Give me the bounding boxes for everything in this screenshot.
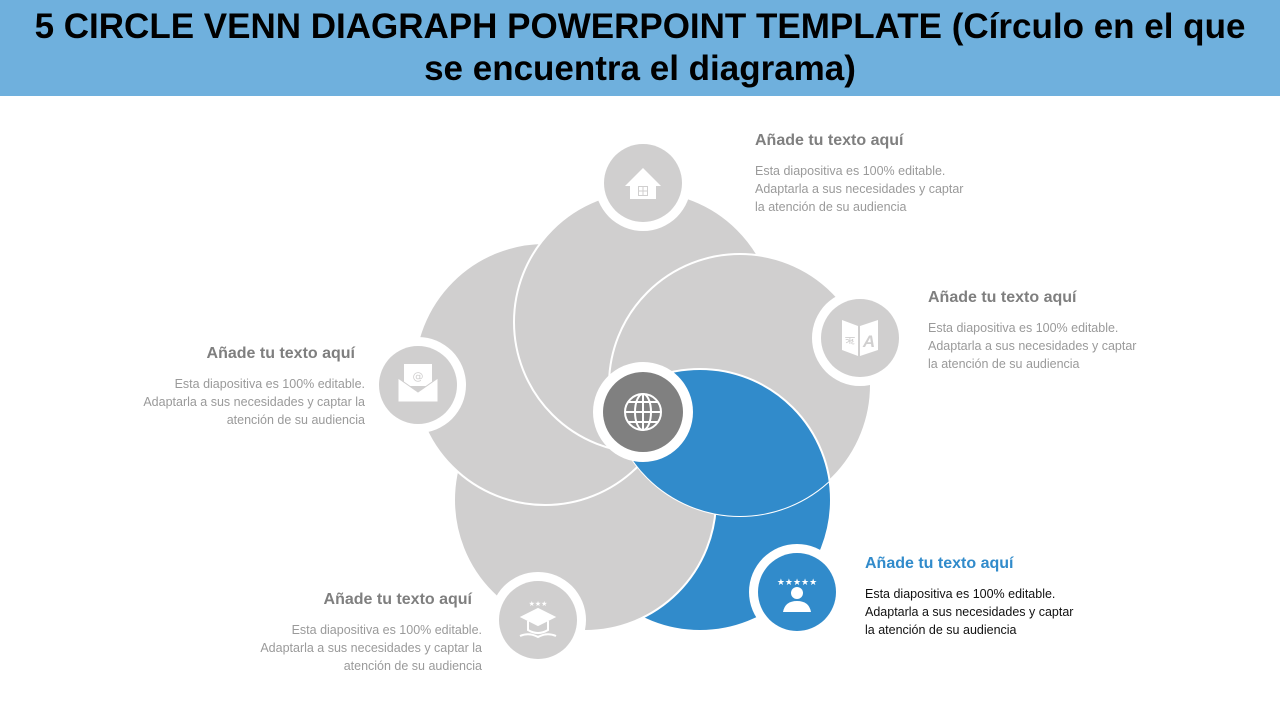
badge-center	[593, 362, 693, 462]
email-icon: @	[397, 364, 439, 403]
svg-text:@: @	[413, 370, 424, 383]
svg-text:ऋ: ऋ	[845, 334, 855, 347]
svg-text:★★★: ★★★	[529, 600, 548, 608]
badge-left: @	[370, 337, 466, 433]
badge-top-right: A ऋ	[812, 290, 908, 386]
svg-text:A: A	[862, 332, 875, 351]
badge-bottom-left: ★★★	[490, 572, 586, 668]
graduation-cap-icon: ★★★	[519, 600, 557, 639]
house-icon	[625, 168, 661, 199]
block-heading: Añade tu texto aquí	[755, 132, 904, 149]
block-body: Esta diapositiva es 100% editable. Adapt…	[865, 587, 1074, 637]
text-block-top: Añade tu texto aquí Esta diapositiva es …	[755, 132, 985, 216]
slide-title: 5 CIRCLE VENN DIAGRAPH POWERPOINT TEMPLA…	[34, 7, 1246, 88]
block-body: Esta diapositiva es 100% editable. Adapt…	[755, 164, 964, 214]
text-block-top-right: Añade tu texto aquí Esta diapositiva es …	[928, 289, 1158, 373]
text-block-left: Añade tu texto aquí Esta diapositiva es …	[135, 345, 365, 429]
text-block-bottom-right: Añade tu texto aquí Esta diapositiva es …	[865, 555, 1095, 639]
block-body: Esta diapositiva es 100% editable. Adapt…	[928, 321, 1137, 371]
customer-rating-icon: ★★★★★	[777, 578, 817, 612]
badge-bottom-right: ★★★★★	[749, 544, 845, 640]
block-heading: Añade tu texto aquí	[206, 345, 355, 362]
block-heading: Añade tu texto aquí	[865, 555, 1014, 572]
block-body: Esta diapositiva es 100% editable. Adapt…	[260, 623, 482, 673]
block-heading: Añade tu texto aquí	[323, 591, 472, 608]
block-heading: Añade tu texto aquí	[928, 289, 1077, 306]
translate-icon: A ऋ	[842, 320, 878, 356]
globe-icon	[624, 393, 662, 431]
svg-text:★★★★★: ★★★★★	[777, 578, 817, 588]
title-bar: 5 CIRCLE VENN DIAGRAPH POWERPOINT TEMPLA…	[0, 0, 1280, 96]
block-body: Esta diapositiva es 100% editable. Adapt…	[143, 377, 365, 427]
badge-top	[595, 135, 691, 231]
text-block-bottom-left: Añade tu texto aquí Esta diapositiva es …	[252, 591, 482, 675]
